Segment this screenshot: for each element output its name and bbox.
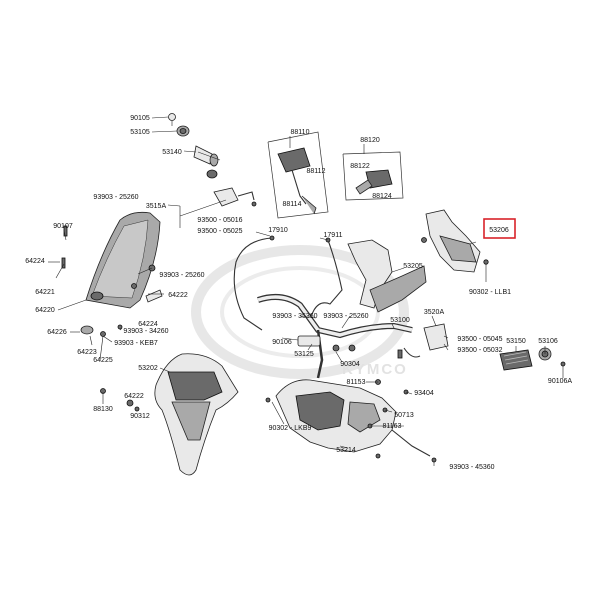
part-label-90302-LKB9: 90302 - LKB9	[269, 425, 312, 432]
throttle-group	[168, 113, 257, 207]
part-label-64221: 64221	[35, 289, 55, 296]
part-label-53105: 53105	[130, 129, 150, 136]
part-label-81153: 81153	[347, 379, 366, 386]
part-label-93500-05032: 93500 - 05032	[457, 347, 502, 354]
part-label-90106A: 90106A	[548, 378, 572, 385]
part-label-93500-05025: 93500 - 05025	[197, 228, 242, 235]
part-label-53100: 53100	[390, 317, 410, 324]
part-label-64224-a: 64224	[25, 258, 45, 265]
part-label-93903-34260: 93903 - 34260	[123, 328, 168, 335]
part-label-53125: 53125	[294, 351, 314, 358]
part-label-17911: 17911	[324, 232, 343, 239]
part-label-64224-b: 64224	[138, 321, 158, 328]
part-label-90106: 90106	[272, 339, 292, 346]
throttle-cables	[233, 235, 343, 331]
part-labels: 90105 53105 53140 88110 88112 88114 8812…	[25, 115, 572, 471]
mirror-right-group	[267, 131, 329, 219]
part-label-90312: 90312	[130, 413, 150, 420]
part-label-53214: 53214	[336, 447, 356, 454]
part-label-93903-25260-a: 93903 - 25260	[93, 194, 138, 201]
part-label-88122: 88122	[350, 163, 370, 170]
part-label-64220: 64220	[35, 307, 55, 314]
leader-lines	[48, 116, 564, 466]
part-label-64222-b: 64222	[124, 393, 144, 400]
part-label-88130: 88130	[93, 406, 113, 413]
part-label-93500-05045: 93500 - 05045	[457, 336, 502, 343]
part-label-90105: 90105	[130, 115, 150, 122]
part-label-53206: 53206	[489, 227, 509, 234]
part-label-3515A: 3515A	[146, 203, 167, 210]
part-label-93903-KEB7: 93903 - KEB7	[114, 340, 158, 347]
highlight-box	[483, 218, 516, 239]
part-label-64222-a: 64222	[168, 292, 188, 299]
part-label-50713: 50713	[394, 412, 414, 419]
lower-cover-part	[265, 379, 437, 463]
part-label-53205: 53205	[403, 263, 423, 270]
part-label-53140: 53140	[162, 149, 182, 156]
part-label-88110: 88110	[291, 129, 310, 136]
part-label-88124: 88124	[372, 193, 392, 200]
mirror-left-group	[342, 151, 404, 201]
part-label-93903-45360: 93903 - 45360	[449, 464, 494, 471]
inner-cover-53205-part	[347, 239, 427, 313]
part-label-64225: 64225	[93, 357, 113, 364]
part-label-3520A: 3520A	[424, 309, 445, 316]
part-label-64223: 64223	[77, 349, 97, 356]
windshield-part	[61, 211, 163, 337]
part-label-88120: 88120	[360, 137, 380, 144]
part-label-53106: 53106	[538, 338, 558, 345]
part-label-93404: 93404	[414, 390, 434, 397]
part-label-53150: 53150	[506, 338, 526, 345]
part-label-88112: 88112	[307, 168, 326, 175]
part-label-93903-35360: 93903 - 35360	[272, 313, 317, 320]
part-label-93500-05016: 93500 - 05016	[197, 217, 242, 224]
part-label-81163: 81163	[383, 423, 402, 430]
part-label-17910: 17910	[268, 227, 288, 234]
part-label-90107: 90107	[53, 223, 73, 230]
brand-watermark-text: KYMCO	[342, 361, 408, 378]
inner-cover-53206-part	[421, 209, 489, 273]
part-label-93903-25260-c: 93903 - 25260	[323, 313, 368, 320]
handlebar-part	[257, 293, 413, 379]
grip-right-part	[499, 347, 566, 371]
part-label-90304: 90304	[340, 361, 360, 368]
part-label-64226: 64226	[47, 329, 67, 336]
part-label-90302-LLB1: 90302 - LLB1	[469, 289, 511, 296]
part-label-88114: 88114	[283, 201, 302, 208]
front-fairing-part	[100, 353, 239, 476]
part-label-53202: 53202	[138, 365, 158, 372]
part-label-93903-25260-b: 93903 - 25260	[159, 272, 204, 279]
right-switch-part	[397, 323, 449, 359]
